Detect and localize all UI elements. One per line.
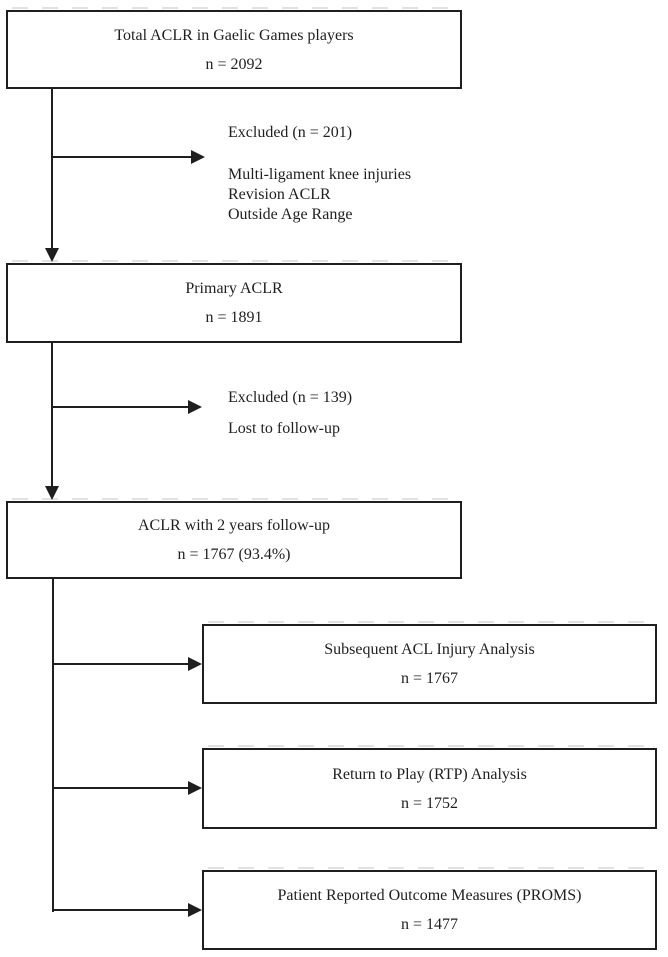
connector-excluded-1 [52, 156, 192, 158]
box-total-aclr-title: Total ACLR in Gaelic Games players [114, 26, 354, 44]
exclusion-1-title: Excluded (n = 201) [228, 124, 353, 141]
connector-to-subsequent [53, 663, 189, 665]
arrow-right-icon [188, 400, 202, 414]
connector-total-to-primary [51, 89, 53, 250]
box-primary-aclr-n: n = 1891 [205, 309, 263, 326]
box-subsequent-injury-analysis: Subsequent ACL Injury Analysis n = 1767 [202, 621, 657, 704]
box-followup-title: ACLR with 2 years follow-up [138, 517, 330, 534]
arrow-right-icon [191, 150, 205, 164]
exclusion-1-reasons: Multi-ligament knee injuries Revision AC… [228, 165, 411, 225]
box-proms-title: Patient Reported Outcome Measures (PROMS… [277, 887, 582, 904]
box-followup: ACLR with 2 years follow-up n = 1767 (93… [6, 498, 462, 579]
arrow-right-icon [188, 657, 202, 671]
connector-excluded-2 [52, 406, 188, 408]
connector-followup-to-analyses [52, 579, 54, 912]
arrow-right-icon [188, 781, 202, 795]
exclusion-2-reason: Lost to follow-up [228, 420, 340, 437]
arrow-down-icon [45, 248, 59, 262]
arrow-down-icon [45, 486, 59, 500]
exclusion-1-reason: Multi-ligament knee injuries [228, 166, 412, 183]
box-subsequent-n: n = 1767 [400, 670, 459, 687]
box-followup-n: n = 1767 (93.4%) [177, 546, 291, 563]
box-subsequent-title: Subsequent ACL Injury Analysis [324, 641, 535, 658]
box-primary-aclr-title: Primary ACLR [185, 280, 283, 297]
arrow-right-icon [188, 903, 202, 917]
connector-primary-to-followup [51, 343, 53, 489]
box-rtp-analysis: Return to Play (RTP) Analysis n = 1752 [202, 745, 657, 829]
box-primary-aclr: Primary ACLR n = 1891 [6, 260, 462, 343]
box-rtp-n: n = 1752 [400, 794, 459, 812]
box-rtp-title: Return to Play (RTP) Analysis [332, 765, 527, 783]
box-total-aclr-n: n = 2092 [205, 55, 263, 73]
exclusion-2-reasons: Lost to follow-up [228, 419, 340, 439]
exclusion-1-reason: Revision ACLR [228, 186, 331, 203]
exclusion-1-reason: Outside Age Range [228, 206, 353, 223]
box-proms-n: n = 1477 [400, 916, 459, 933]
connector-to-rtp [53, 787, 189, 789]
box-total-aclr: Total ACLR in Gaelic Games players n = 2… [6, 7, 462, 89]
exclusion-2-title: Excluded (n = 139) [228, 389, 353, 406]
box-proms: Patient Reported Outcome Measures (PROMS… [202, 867, 657, 950]
connector-to-proms [53, 909, 189, 911]
